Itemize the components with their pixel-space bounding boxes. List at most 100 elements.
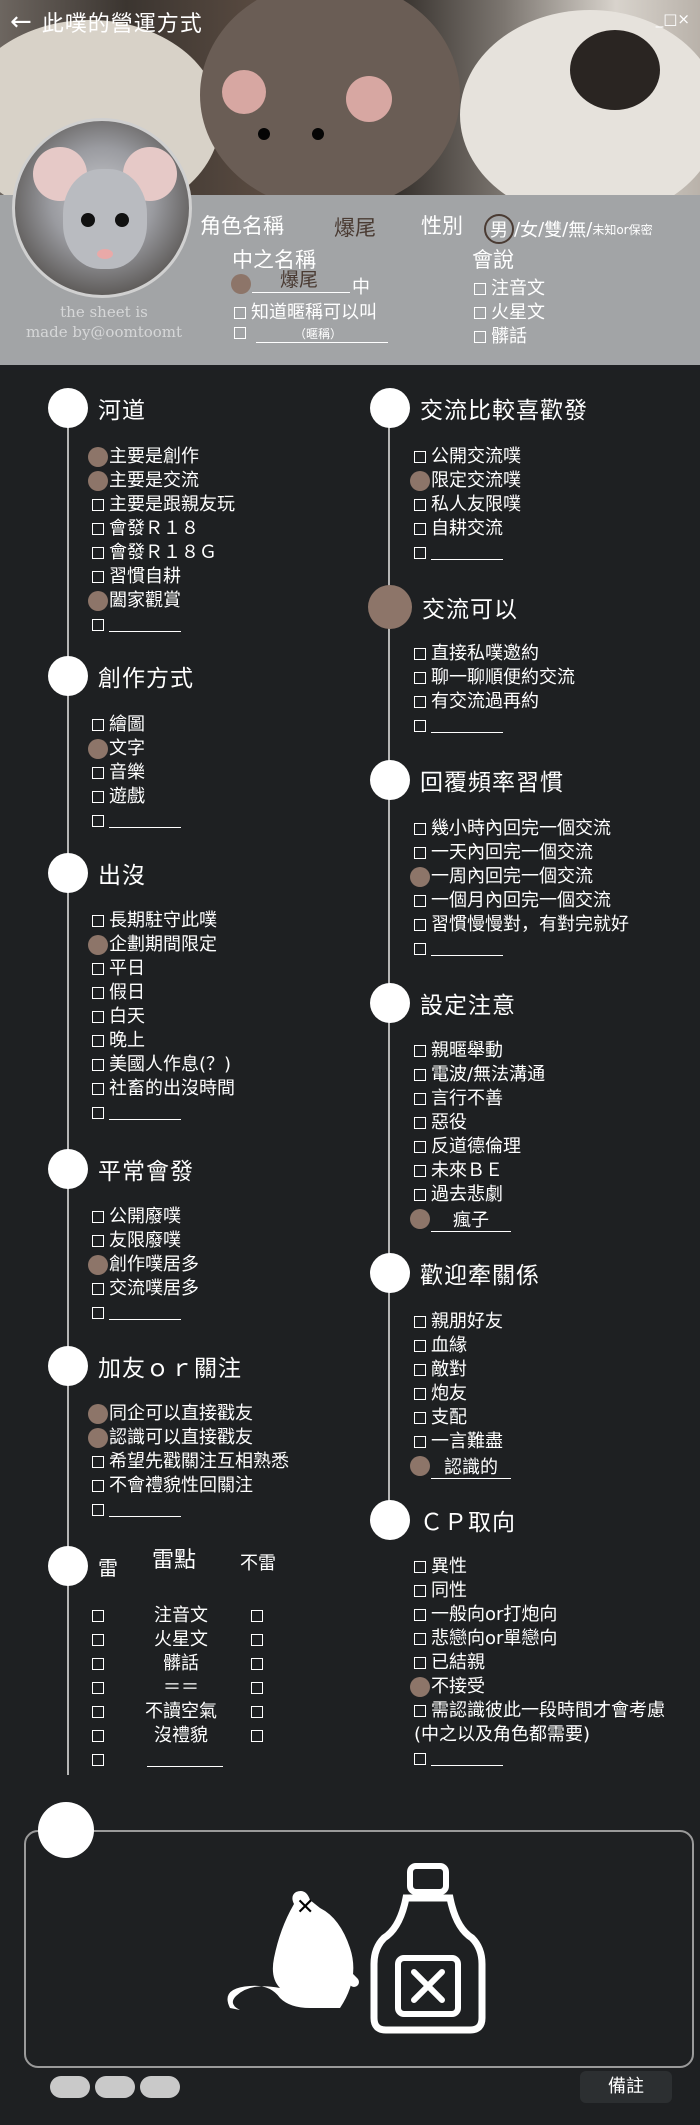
appear-option[interactable]: 平日 [92,958,145,980]
checkbox[interactable] [92,571,104,583]
mine-checkbox[interactable] [92,1706,104,1718]
checkbox[interactable] [414,523,426,535]
exchange-prefer-option[interactable]: 私人友限噗 [414,494,521,516]
lang-zhuyin[interactable]: 注音文 [474,274,545,300]
checkbox[interactable] [414,1364,426,1376]
exchange-ok-option[interactable]: 聊一聊順便約交流 [414,667,575,689]
checkbox[interactable] [414,547,426,559]
relation-option[interactable]: 親朋好友 [414,1311,503,1333]
gender-none[interactable]: 無 [568,220,587,241]
cp-option[interactable]: (中之以及角色都需要) [414,1724,590,1746]
reply-option[interactable]: 一天內回完一個交流 [414,842,593,864]
checkbox[interactable] [92,1035,104,1047]
gender-unknown[interactable]: 未知or保密 [592,222,653,237]
exchange-prefer-option[interactable]: 公開交流噗 [414,446,521,468]
gender-male[interactable]: 男 [484,214,514,244]
not-mine-checkbox[interactable] [251,1658,263,1670]
mine-checkbox[interactable] [92,1682,104,1694]
checkbox[interactable] [92,915,104,927]
other-blank-option[interactable] [92,1302,181,1324]
other-blank-option[interactable] [92,810,181,832]
tab-pill-3[interactable] [140,2076,180,2098]
exchange-ok-option[interactable]: 直接私噗邀約 [414,643,539,665]
back-arrow-icon[interactable]: ← [10,7,32,37]
river-option[interactable]: 會發Ｒ１８ [92,518,199,540]
note-button[interactable]: 備註 [580,2071,672,2103]
checkbox[interactable] [414,1657,426,1669]
checkbox[interactable] [92,523,104,535]
checkbox[interactable] [92,1754,104,1766]
relation-option[interactable]: 血緣 [414,1335,467,1357]
checkbox[interactable] [92,1011,104,1023]
checkbox[interactable] [414,1633,426,1645]
friend-option[interactable]: 認識可以直接戳友 [92,1427,253,1449]
checkbox[interactable] [92,963,104,975]
usual-option[interactable]: 公開廢噗 [92,1206,181,1228]
relation-option[interactable]: 敵對 [414,1359,467,1381]
checkbox[interactable] [414,1340,426,1352]
create-option[interactable]: 音樂 [92,762,145,784]
checkbox[interactable] [414,895,426,907]
not-mine-checkbox[interactable] [251,1706,263,1718]
checkbox[interactable] [414,1189,426,1201]
checkbox[interactable] [92,1456,104,1468]
checkbox[interactable] [92,1059,104,1071]
exchange-ok-option[interactable]: 有交流過再約 [414,691,539,713]
checkbox[interactable] [414,1045,426,1057]
reply-option[interactable]: 幾小時內回完一個交流 [414,818,611,840]
setting-option[interactable]: 親暱舉動 [414,1040,503,1062]
create-option[interactable]: 繪圖 [92,714,145,736]
cp-option[interactable]: 一般向or打炮向 [414,1604,557,1626]
checkbox[interactable] [414,919,426,931]
checkbox[interactable] [414,1609,426,1621]
checkbox[interactable] [92,719,104,731]
checkbox[interactable] [92,987,104,999]
checkbox[interactable] [414,1093,426,1105]
not-mine-checkbox[interactable] [251,1610,263,1622]
setting-option[interactable]: 未來ＢＥ [414,1160,503,1182]
setting-option[interactable]: 言行不善 [414,1088,503,1110]
relation-option[interactable]: 支配 [414,1407,467,1429]
mine-checkbox[interactable] [92,1610,104,1622]
gender-both[interactable]: 雙 [544,220,563,241]
setting-option[interactable]: 惡役 [414,1112,467,1134]
checkbox[interactable] [414,1069,426,1081]
usual-option[interactable]: 交流噗居多 [92,1278,199,1300]
exchange-prefer-option[interactable]: 自耕交流 [414,518,503,540]
checkbox[interactable] [414,1705,426,1717]
checkbox[interactable] [414,823,426,835]
other-blank-option[interactable] [414,1748,503,1770]
other-blank-option[interactable] [92,614,181,636]
checkbox[interactable] [414,1412,426,1424]
mine-checkbox[interactable] [92,1658,104,1670]
friend-option[interactable]: 不會禮貌性回關注 [92,1475,253,1497]
tab-pill-2[interactable] [95,2076,135,2098]
checkbox[interactable] [414,720,426,732]
appear-option[interactable]: 企劃期間限定 [92,934,217,956]
checkbox[interactable] [92,1235,104,1247]
checkbox[interactable] [414,1585,426,1597]
checkbox[interactable] [414,1436,426,1448]
window-controls[interactable]: _□× [656,10,690,28]
relation-option[interactable]: 炮友 [414,1383,467,1405]
usual-option[interactable]: 友限廢噗 [92,1230,181,1252]
friend-option[interactable]: 希望先戳關注互相熟悉 [92,1451,289,1473]
tab-pill-1[interactable] [50,2076,90,2098]
checkbox[interactable] [92,1211,104,1223]
checkbox[interactable] [92,619,104,631]
cp-option[interactable]: 需認識彼此一段時間才會考慮 [414,1700,665,1722]
setting-option[interactable]: 反道德倫理 [414,1136,521,1158]
checkbox[interactable] [92,767,104,779]
nickname-blank[interactable] [234,322,251,343]
checkbox[interactable] [414,672,426,684]
appear-option[interactable]: 社畜的出沒時間 [92,1078,235,1100]
checkbox[interactable] [92,791,104,803]
checkbox[interactable] [92,1083,104,1095]
cp-option[interactable]: 同性 [414,1580,467,1602]
river-option[interactable]: 習慣自耕 [92,566,181,588]
other-blank-option[interactable] [92,1102,181,1124]
checkbox[interactable] [92,547,104,559]
checkbox[interactable] [414,1117,426,1129]
appear-option[interactable]: 美國人作息(？) [92,1054,231,1076]
friend-option[interactable]: 同企可以直接戳友 [92,1403,253,1425]
